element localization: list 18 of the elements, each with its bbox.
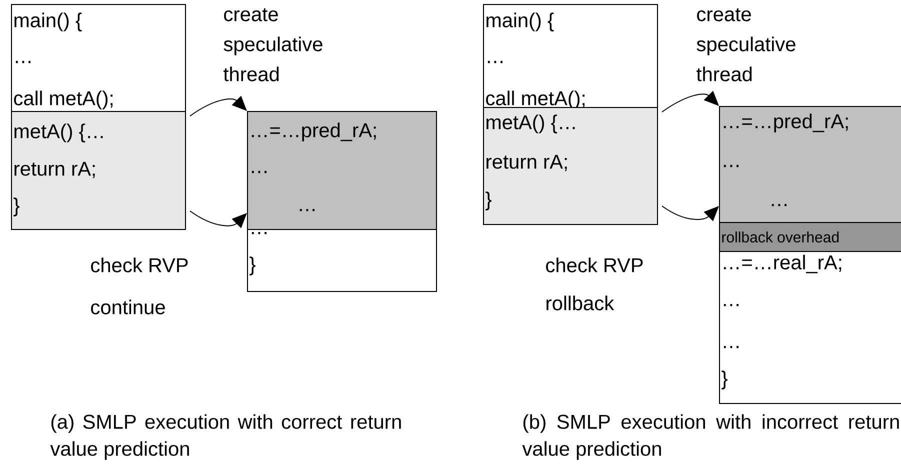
code-box: main() { … call metA(); (11, 4, 186, 112)
code-box: metA() {… return rA; } (11, 111, 186, 230)
note: check RVP (546, 258, 643, 272)
note: rollback (546, 296, 614, 310)
speculative-code-box: …=…pred_rA; … … (719, 106, 901, 223)
arrow (190, 96, 247, 116)
code-box: main() { … call metA(); (483, 4, 658, 110)
overhead-bar: rollback overhead (719, 222, 901, 252)
code-box: … } (247, 229, 437, 292)
edge-label: create speculative thread (224, 8, 322, 82)
code-box: metA() {… return rA; } (483, 107, 658, 225)
caption: (a) SMLP execution with correct return value prediction (50, 414, 401, 460)
code-box: …=…real_rA; … … } (719, 251, 901, 404)
edge-label: create speculative thread (696, 8, 796, 82)
note: check RVP (91, 258, 188, 272)
note: continue (91, 300, 165, 314)
arrow (662, 90, 719, 112)
speculative-code-box: …=…pred_rA; … … (247, 111, 437, 230)
